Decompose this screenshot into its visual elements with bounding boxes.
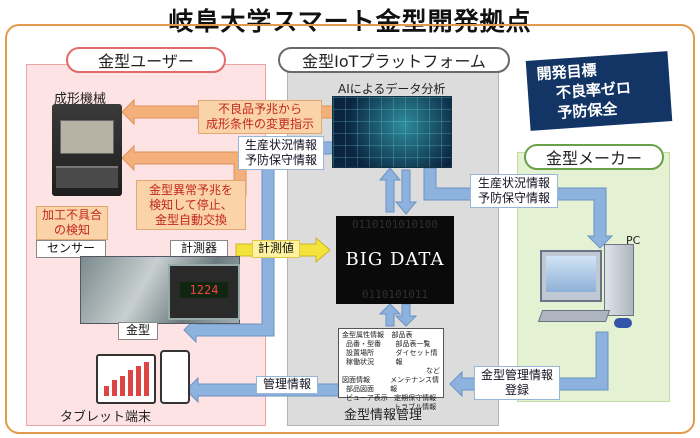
ai-analysis-label: AIによるデータ分析 bbox=[338, 82, 446, 96]
big-data-label: BIG DATA bbox=[345, 249, 445, 270]
phone-image bbox=[160, 350, 190, 404]
pc-mouse-image bbox=[614, 318, 632, 328]
info-drawing-title: 図面情報 bbox=[342, 376, 370, 384]
mold-info-box: 金型属性情報 品番・型番 設置場所 稼働状況 部品表 部品表一覧 ダイセット情報… bbox=[338, 328, 444, 411]
big-data-bits-top: 0110101010100 bbox=[351, 218, 439, 231]
arrow-info-to-bigdata bbox=[378, 303, 402, 327]
info-etc: など bbox=[426, 367, 440, 375]
production-info-left: 生産状況情報 予防保守情報 bbox=[238, 136, 324, 170]
info-drawing-item: 部品図面 bbox=[346, 385, 374, 393]
arrow-ai-to-bigdata bbox=[394, 169, 418, 215]
info-drawing-item: ビューア表示 bbox=[346, 394, 388, 402]
info-attr-title: 金型属性情報 bbox=[342, 331, 384, 339]
big-data-bits-bottom: 0110101011 bbox=[361, 288, 429, 301]
page-title: 岐阜大学スマート金型開発拠点 bbox=[168, 7, 532, 36]
maker-header: 金型メーカー bbox=[524, 144, 664, 170]
tablet-chart-image bbox=[96, 354, 156, 404]
tablet-bar-chart bbox=[104, 362, 149, 396]
production-info-right: 生産状況情報 予防保守情報 bbox=[470, 174, 558, 208]
info-bom-title: 部品表 bbox=[391, 331, 413, 339]
info-attr-item: 設置場所 bbox=[346, 349, 374, 357]
outer-frame bbox=[5, 24, 695, 434]
management-info-label: 管理情報 bbox=[256, 376, 318, 394]
goal-banner: 開発目標 不良率ゼロ 予防保全 bbox=[525, 51, 673, 131]
pc-keyboard-image bbox=[537, 310, 611, 322]
info-attr-item: 稼働状況 bbox=[346, 358, 374, 366]
pc-monitor-image bbox=[540, 250, 602, 302]
meter-photo: 1224 bbox=[168, 264, 240, 320]
molding-machine-image bbox=[52, 104, 122, 196]
info-bom-item: 部品表一覧 bbox=[395, 340, 431, 348]
arrow-bigdata-to-info bbox=[394, 303, 418, 327]
mold-mgmt-register-box: 金型管理情報 登録 bbox=[474, 366, 560, 400]
info-maint-item: 定期保守情報 bbox=[394, 394, 437, 402]
mold-info-management-label: 金型情報管理 bbox=[344, 408, 423, 423]
pc-label: PC bbox=[626, 234, 641, 247]
info-maint-item: トラブル情報 bbox=[394, 403, 437, 411]
arrow-bigdata-to-ai bbox=[378, 167, 402, 213]
molding-machine-label: 成形機械 bbox=[54, 92, 107, 107]
info-maint-title: メンテナンス情報 bbox=[390, 376, 440, 393]
iot-header: 金型IoTプラットフォーム bbox=[278, 47, 510, 73]
processing-defect-box: 加工不具合 の検知 bbox=[36, 206, 108, 240]
info-bom-item: ダイセット情報 bbox=[395, 349, 438, 366]
abnormality-notice-box: 金型異常予兆を 検知して停止、 金型自動交換 bbox=[136, 180, 246, 230]
big-data-box: 0110101010100 BIG DATA 0110101011 bbox=[336, 216, 454, 304]
ai-analysis-image bbox=[332, 96, 452, 168]
sensor-label: センサー bbox=[36, 240, 106, 258]
defect-notice-box: 不良品予兆から 成形条件の変更指示 bbox=[198, 100, 322, 134]
user-header: 金型ユーザー bbox=[66, 47, 226, 73]
tablet-label: タブレット端末 bbox=[60, 410, 152, 425]
measured-value-label: 計測値 bbox=[252, 240, 300, 258]
instrument-label: 計測器 bbox=[170, 240, 228, 258]
mold-label: 金型 bbox=[118, 322, 158, 340]
pc-tower-image bbox=[604, 244, 634, 316]
meter-display: 1224 bbox=[180, 282, 228, 298]
info-attr-item: 品番・型番 bbox=[346, 340, 381, 348]
